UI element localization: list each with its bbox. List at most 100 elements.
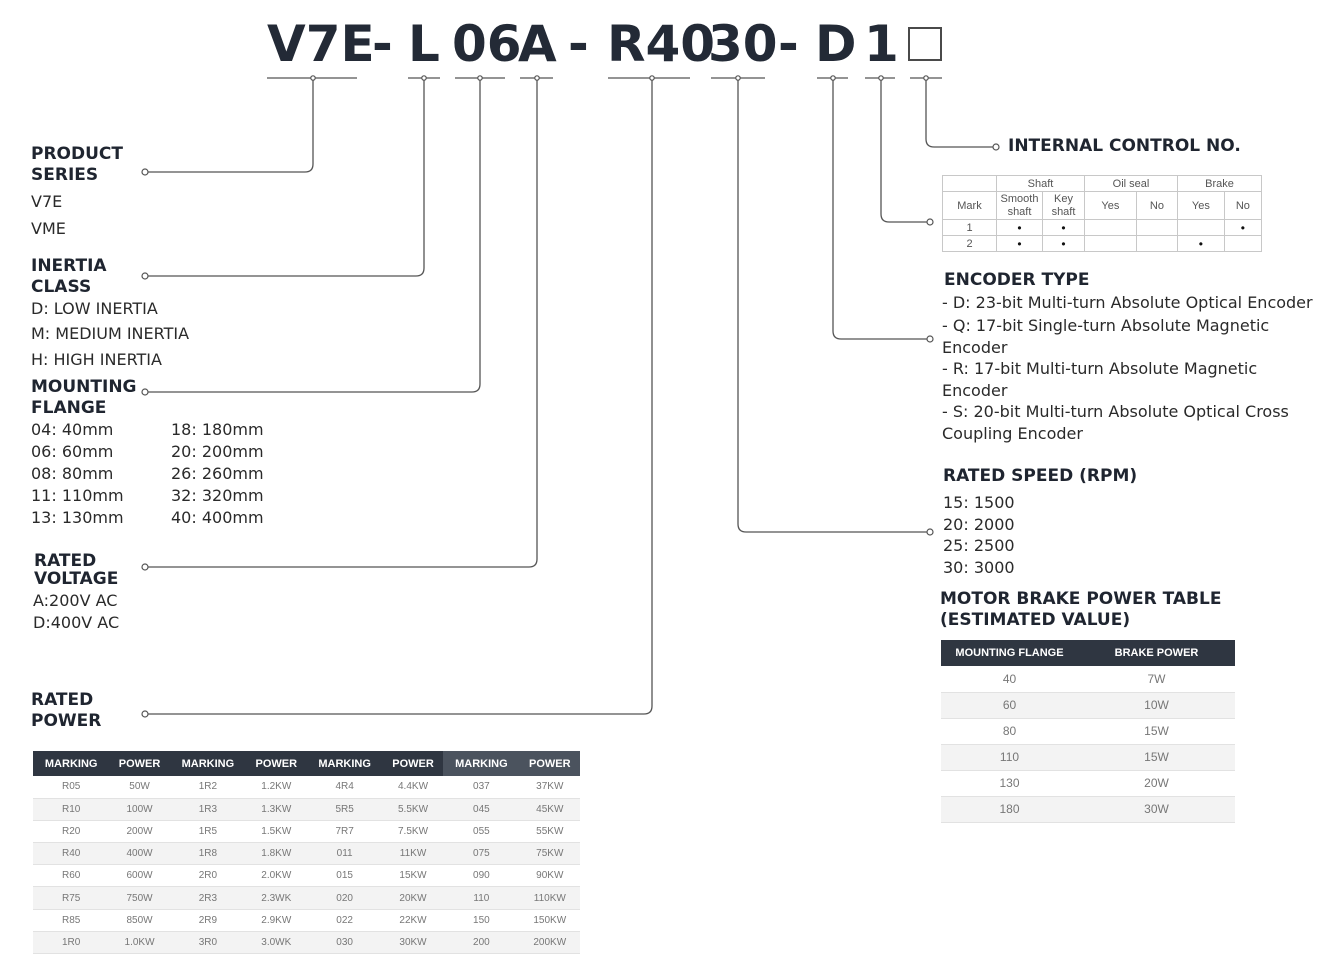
marking-cell: 022 bbox=[306, 909, 383, 932]
brake-power-cell: 10W bbox=[1078, 692, 1235, 719]
empty-cell bbox=[942, 175, 997, 192]
rated-voltage-title-2: VOLTAGE bbox=[34, 569, 119, 589]
table-row: 2••• bbox=[942, 235, 1263, 252]
brake-yes-header: Yes bbox=[1177, 191, 1225, 220]
mark-cell: 1 bbox=[942, 219, 997, 236]
speed-item: 30: 3000 bbox=[943, 558, 1015, 577]
flange-item: 13: 130mm bbox=[31, 508, 124, 527]
encoder-item: - D: 23-bit Multi-turn Absolute Optical … bbox=[942, 293, 1313, 312]
brake-table-title: MOTOR BRAKE POWER TABLE bbox=[940, 589, 1222, 609]
marking-cell: 200 bbox=[443, 931, 520, 954]
code-speed: 30 bbox=[708, 15, 778, 73]
option-cell bbox=[1084, 235, 1137, 252]
rated-power-title-2: POWER bbox=[31, 711, 102, 731]
option-cell: • bbox=[996, 219, 1043, 236]
marking-cell: 1R3 bbox=[169, 798, 247, 821]
flange-cell: 130 bbox=[941, 770, 1078, 797]
marking-cell: 011 bbox=[306, 842, 383, 866]
power-cell: 100W bbox=[109, 798, 170, 821]
power-cell: 150KW bbox=[519, 909, 580, 932]
power-cell: 5.5KW bbox=[382, 798, 444, 821]
inertia-item: M: MEDIUM INERTIA bbox=[31, 324, 190, 343]
leader-flange bbox=[145, 78, 481, 393]
flange-item: 20: 200mm bbox=[171, 442, 264, 461]
marking-cell: 045 bbox=[443, 798, 520, 821]
power-cell: 50W bbox=[109, 776, 170, 799]
column-header: MARKING bbox=[306, 751, 383, 776]
brake-no-header: No bbox=[1223, 191, 1263, 220]
oil-no-header: No bbox=[1135, 191, 1179, 220]
code-series: V7E bbox=[267, 15, 375, 73]
column-header: POWER bbox=[109, 751, 170, 776]
power-cell: 200W bbox=[109, 820, 170, 844]
voltage-item: A:200V AC bbox=[33, 591, 118, 610]
flange-cell: 110 bbox=[941, 744, 1078, 771]
option-cell: • bbox=[1042, 235, 1085, 252]
table-row: 1••• bbox=[942, 219, 1263, 236]
flange-cell: 60 bbox=[941, 692, 1078, 719]
power-cell: 1.5KW bbox=[246, 820, 307, 844]
marking-cell: 110 bbox=[443, 886, 520, 910]
marking-cell: 2R0 bbox=[169, 864, 247, 888]
power-cell: 30KW bbox=[382, 931, 444, 954]
option-cell bbox=[1135, 219, 1179, 236]
marking-cell: R60 bbox=[33, 864, 110, 888]
options-body: 1•••2••• bbox=[942, 219, 1263, 252]
code-inertia: L bbox=[408, 15, 440, 73]
brake-power-cell: 7W bbox=[1078, 666, 1235, 693]
power-cell: 15KW bbox=[382, 864, 444, 888]
power-cell: 750W bbox=[109, 886, 170, 910]
internal-control-title: INTERNAL CONTROL NO. bbox=[1008, 136, 1241, 156]
marking-cell: 030 bbox=[306, 931, 383, 954]
header-line: shaft bbox=[1007, 205, 1032, 218]
power-cell: 75KW bbox=[519, 842, 580, 866]
option-cell: • bbox=[1223, 219, 1263, 236]
brake-power-cell: 15W bbox=[1078, 744, 1235, 771]
power-cell: 7.5KW bbox=[382, 820, 444, 844]
marking-cell: 055 bbox=[443, 820, 520, 844]
flange-item: 26: 260mm bbox=[171, 464, 264, 483]
marking-cell: 020 bbox=[306, 886, 383, 910]
code-voltage: A bbox=[518, 15, 557, 73]
power-cell: 200KW bbox=[519, 931, 580, 954]
marking-cell: 1R0 bbox=[33, 931, 110, 954]
marking-cell: 075 bbox=[443, 842, 520, 866]
power-cell: 1.0KW bbox=[109, 931, 170, 954]
power-cell: 2.3WK bbox=[246, 886, 307, 910]
table-header-row: MARKING POWER MARKING POWER MARKING POWE… bbox=[33, 751, 580, 776]
marking-cell: 037 bbox=[443, 776, 520, 799]
marking-cell: 090 bbox=[443, 864, 520, 888]
product-series-title: PRODUCT bbox=[31, 144, 123, 164]
power-cell: 55KW bbox=[519, 820, 580, 844]
encoder-item: - R: 17-bit Multi-turn Absolute Magnetic… bbox=[942, 359, 1258, 400]
marking-cell: 2R3 bbox=[169, 886, 247, 910]
series-item: VME bbox=[31, 219, 66, 238]
oil-yes-header: Yes bbox=[1084, 191, 1137, 220]
column-header: MARKING bbox=[33, 751, 110, 776]
column-header: POWER bbox=[246, 751, 307, 776]
voltage-item: D:400V AC bbox=[33, 613, 120, 632]
leader-series bbox=[145, 78, 314, 173]
code-encoder: D bbox=[815, 15, 857, 73]
series-item: V7E bbox=[31, 192, 63, 211]
rated-speed-title: RATED SPEED (RPM) bbox=[943, 466, 1138, 486]
encoder-type-title: ENCODER TYPE bbox=[944, 270, 1090, 290]
flange-item: 11: 110mm bbox=[31, 486, 124, 505]
power-cell: 110KW bbox=[519, 886, 580, 910]
column-header: MARKING bbox=[443, 751, 520, 776]
code-dash: - bbox=[778, 15, 799, 73]
group-header-oil-seal: Oil seal bbox=[1083, 175, 1179, 192]
power-cell: 600W bbox=[109, 864, 170, 888]
column-header: MOUNTING FLANGE bbox=[941, 640, 1078, 666]
